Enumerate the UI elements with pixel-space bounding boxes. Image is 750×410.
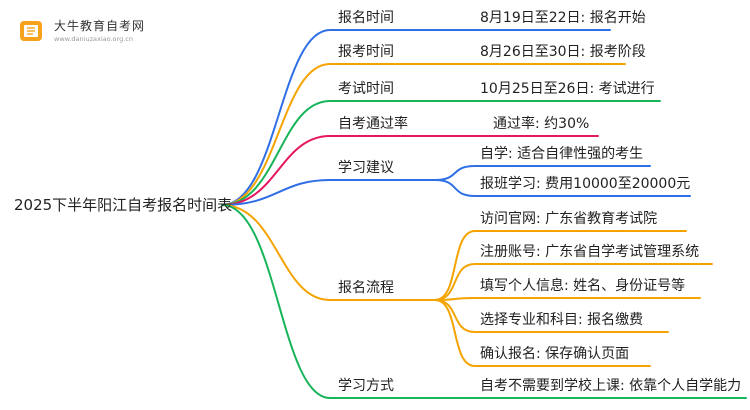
child-connector [434, 179, 691, 197]
branch-connector [221, 29, 436, 206]
branch-connector [221, 135, 436, 206]
branch-label: 考试时间 [338, 81, 394, 97]
branch-label: 学习建议 [338, 160, 394, 176]
leaf-label: 注册账号: 广东省自学考试管理系统 [480, 244, 700, 260]
child-connector [434, 297, 701, 301]
logo: 大牛教育自考网 www.daniuzaxiao.org.cn [14, 14, 164, 48]
branch-label: 自考通过率 [338, 116, 408, 132]
leaf-label: 自考不需要到学校上课: 依靠个人自学能力 [480, 378, 742, 394]
leaf-label: 访问官网: 广东省教育考试院 [480, 211, 658, 227]
leaf-label: 8月26日至30日: 报考阶段 [480, 44, 646, 60]
branch-label: 学习方式 [338, 378, 394, 394]
logo-url: www.daniuzaxiao.org.cn [54, 35, 133, 43]
leaf-label: 选择专业和科目: 报名缴费 [480, 312, 644, 328]
branch-connector [221, 204, 436, 301]
book-logo-icon [20, 21, 42, 41]
branch-label: 报名时间 [338, 10, 394, 26]
child-connector [434, 165, 651, 181]
leaf-label: 8月19日至22日: 报名开始 [480, 10, 646, 26]
branch-label: 报考时间 [338, 44, 394, 60]
branch-connector [221, 63, 436, 206]
branch-label: 报名流程 [338, 280, 394, 296]
root-title: 2025下半年阳江自考报名时间表 [14, 196, 233, 214]
branch-connector [221, 179, 436, 206]
child-connector [434, 299, 651, 367]
branch-connector [221, 204, 436, 399]
branch-connector [221, 100, 436, 206]
leaf-label: 通过率: 约30% [493, 116, 590, 132]
leaf-label: 确认报名: 保存确认页面 [480, 346, 630, 362]
leaf-label: 自学: 适合自律性强的考生 [480, 146, 644, 162]
leaf-label: 10月25日至26日: 考试进行 [480, 81, 655, 97]
logo-title: 大牛教育自考网 [54, 19, 146, 33]
child-connector [434, 263, 713, 301]
leaf-label: 填写个人信息: 姓名、身份证号等 [480, 278, 686, 294]
child-connector [434, 230, 687, 301]
leaf-label: 报班学习: 费用10000至20000元 [480, 176, 691, 192]
